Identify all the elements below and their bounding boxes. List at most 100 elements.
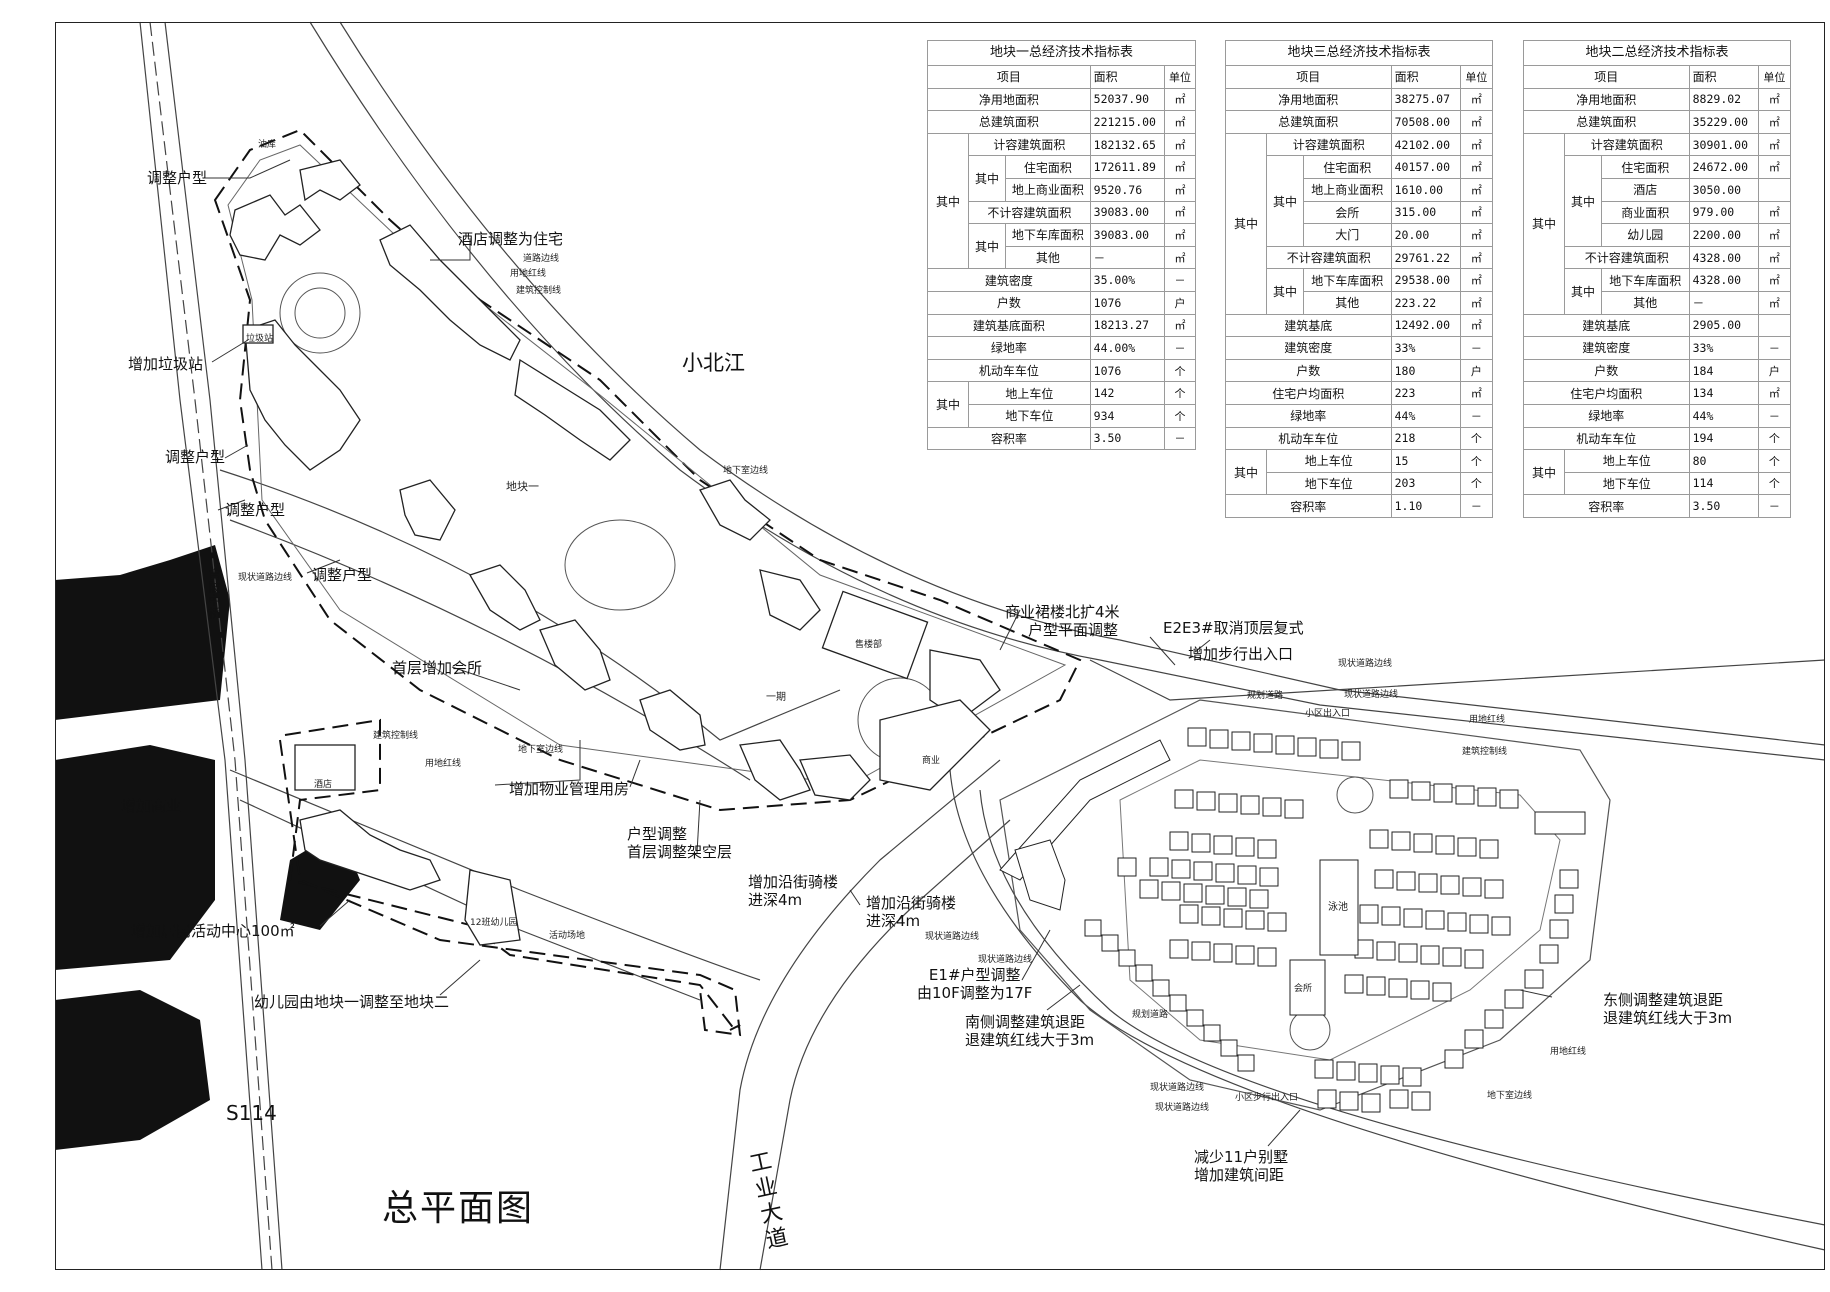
table-cell: 绿地率 xyxy=(1523,403,1690,428)
table-cell: 194 xyxy=(1688,426,1759,451)
table-cell: ㎡ xyxy=(1459,110,1494,134)
table-row: 酒店 3050.00 xyxy=(1524,177,1792,202)
table-cell: 24672.00 xyxy=(1688,155,1759,179)
table-cell: 个 xyxy=(1459,449,1494,473)
annotation-arcade-b: 增加沿街骑楼 进深4m xyxy=(866,894,956,930)
planned-road-note: 规划道路 xyxy=(1247,691,1284,701)
table-cell: 大门 xyxy=(1303,223,1392,247)
table-cell: 总建筑面积 xyxy=(1225,110,1392,134)
table-cell: 其中 xyxy=(1225,132,1267,315)
table-cell: 住宅户均面积 xyxy=(1225,381,1392,405)
table-cell: 容积率 xyxy=(1225,494,1392,518)
table-cell: 容积率 xyxy=(927,426,1091,451)
existing-road-line-note-2: 现状道路边线 xyxy=(1338,659,1393,669)
annotation-add-property-mgmt: 增加物业管理用房 xyxy=(509,780,630,798)
table-cell: 计容建筑面积 xyxy=(1564,132,1690,157)
table-header-item: 项目 xyxy=(1523,65,1690,89)
table-cell: ㎡ xyxy=(1459,87,1494,112)
table-cell: ㎡ xyxy=(1757,290,1792,315)
table-cell: － xyxy=(1163,426,1197,451)
table-row: 机动车车位 1076 个 xyxy=(927,358,1197,383)
commercial-label: 商业 xyxy=(922,756,941,766)
table-row: 住宅户均面积 134 ㎡ xyxy=(1523,381,1792,405)
table-cell: 1.10 xyxy=(1390,494,1461,518)
table-cell: 3.50 xyxy=(1089,426,1165,451)
table-cell: ㎡ xyxy=(1459,200,1494,225)
table-row: 其中 住宅面积 24672.00 ㎡ xyxy=(1524,155,1792,247)
table-cell: 个 xyxy=(1163,403,1197,428)
table-cell: 个 xyxy=(1757,426,1792,451)
annotation-line: 增加沿街骑楼 xyxy=(866,894,957,912)
table-header-unit: 单位 xyxy=(1459,65,1494,89)
table-cell: 净用地面积 xyxy=(1523,87,1690,112)
red-line-note: 用地红线 xyxy=(510,269,547,279)
annotation-line: E1#户型调整 xyxy=(928,966,1021,984)
table-cell: 184 xyxy=(1688,358,1759,383)
table-cell: 其中 xyxy=(1564,155,1602,247)
table-cell: 净用地面积 xyxy=(927,87,1091,112)
road-network xyxy=(139,21,1826,1271)
annotation-line: 增加建筑间距 xyxy=(1194,1166,1285,1184)
annotation-line: 进深4m xyxy=(748,891,803,909)
table-cell: － xyxy=(1163,336,1197,360)
table-cell: 4328.00 xyxy=(1688,268,1759,292)
table-cell: 38275.07 xyxy=(1390,87,1461,112)
entrance-note: 小区出入口 xyxy=(1305,709,1351,719)
table-cell: ㎡ xyxy=(1163,200,1197,225)
table-cell: 地下车位 xyxy=(968,403,1091,428)
table-cell: 40157.00 xyxy=(1390,155,1461,179)
table-cell: 44.00% xyxy=(1089,336,1165,360)
gas-station-label: 油库 xyxy=(258,140,277,150)
table-cell: 其中 xyxy=(1225,449,1267,496)
table-cell: ㎡ xyxy=(1459,132,1494,157)
table-row: 其中 地上车位 80 个 xyxy=(1523,449,1792,496)
annotation-add-garbage-station: 增加垃圾站 xyxy=(128,355,204,373)
table-cell: 其中 xyxy=(927,381,969,428)
table-row: 建筑基底面积 18213.27 ㎡ xyxy=(927,313,1197,338)
table-row: 户数 1076 户 xyxy=(927,290,1197,315)
table-cell: 52037.90 xyxy=(1089,87,1165,112)
table-row: 其中 计容建筑面积 182132.65 ㎡ xyxy=(927,132,1197,270)
road-s114-label: S114 xyxy=(226,1101,277,1125)
table-row: 净用地面积 38275.07 ㎡ xyxy=(1225,87,1494,112)
table-row: 其中 地下车库面积 29538.00 ㎡ xyxy=(1226,268,1494,315)
clubhouse-label: 会所 xyxy=(1294,984,1313,994)
plot-one-boundary xyxy=(213,128,1082,812)
phase-one-label: 一期 xyxy=(766,692,786,703)
table-cell: 33% xyxy=(1688,336,1759,360)
table-cell: ㎡ xyxy=(1163,110,1197,134)
table-cell: 134 xyxy=(1688,381,1759,405)
table-cell: － xyxy=(1757,494,1792,518)
annotation-e2e3: E2E3#取消顶层复式 xyxy=(1163,619,1304,637)
annotation-arcade-a: 增加沿街骑楼 进深4m xyxy=(748,873,838,909)
table-cell: 4328.00 xyxy=(1688,245,1759,270)
table-row: 总建筑面积 221215.00 ㎡ xyxy=(927,110,1197,134)
annotation-line: 进深4m xyxy=(866,912,921,930)
annotation-ground-floor-clubhouse: 首层增加会所 xyxy=(392,659,483,677)
pool-label: 泳池 xyxy=(1328,902,1348,913)
hotel-label: 酒店 xyxy=(314,780,333,790)
control-line-note: 建筑控制线 xyxy=(516,286,562,296)
table-cell: 其中 xyxy=(1266,268,1304,315)
table-cell: 会所 xyxy=(1303,200,1392,225)
existing-road-line-note-3: 现状道路边线 xyxy=(1344,690,1399,700)
table-cell: 其中 xyxy=(927,132,969,270)
table-cell: 户 xyxy=(1459,358,1494,383)
table-cell: － xyxy=(1459,336,1494,360)
annotation-line: 增加沿街骑楼 xyxy=(748,873,839,891)
table-cell: － xyxy=(1757,336,1792,360)
table-cell: 计容建筑面积 xyxy=(968,132,1091,157)
table-cell xyxy=(1757,313,1792,338)
existing-road-line-note-7: 现状道路边线 xyxy=(1155,1103,1210,1113)
table-row: 地下车位 114 个 xyxy=(1524,471,1792,496)
table-cell: 39083.00 xyxy=(1089,200,1165,225)
table-row: 大门 20.00 ㎡ xyxy=(1226,223,1494,247)
table-cell: ㎡ xyxy=(1459,268,1494,292)
table-cell: 个 xyxy=(1163,381,1197,405)
table-cell: ㎡ xyxy=(1757,200,1792,225)
table-cell: 地上车位 xyxy=(1266,449,1392,473)
table-cell: 建筑基底 xyxy=(1225,313,1392,338)
annotation-community-center: 增加居民活动中心100㎡ xyxy=(131,922,295,940)
plot-three-boundary xyxy=(999,699,1611,1111)
table-cell: ㎡ xyxy=(1757,381,1792,405)
